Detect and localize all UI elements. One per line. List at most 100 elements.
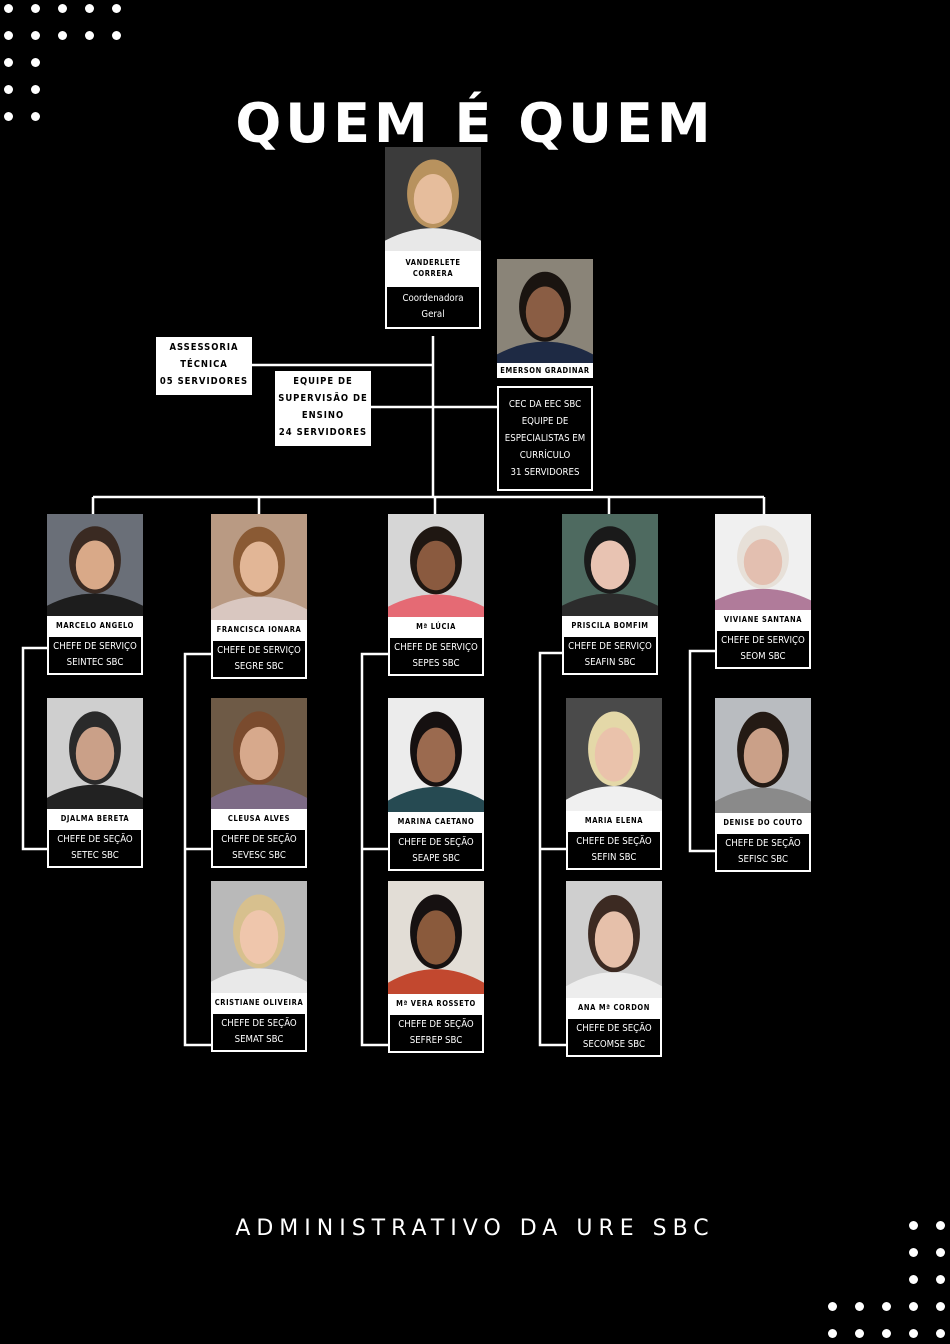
person-photo	[388, 698, 484, 812]
person-name: Mª VERA ROSSETO	[388, 994, 484, 1013]
portrait-graphic	[715, 514, 811, 610]
page-title: QUEM É QUEM	[235, 92, 715, 155]
portrait-graphic	[388, 881, 484, 994]
cec-role-line1: CEC DA EEC SBC	[508, 399, 582, 410]
person-role-title: CHEFE DE SEÇÃO	[725, 838, 801, 849]
person-name: PRISCILA BOMFIM	[562, 616, 658, 635]
person-photo	[211, 514, 307, 620]
person-role-title: CHEFE DE SERVIÇO	[53, 641, 137, 652]
person-role-unit: SEFIN SBC	[591, 852, 637, 863]
coordinator-role-line2: Geral	[421, 309, 445, 320]
person-card-ana-ma-cordon: ANA Mª CORDON CHEFE DE SEÇÃO SECOMSE SBC	[566, 881, 662, 1057]
portrait-graphic	[47, 698, 143, 809]
person-name: Mª LÚCIA	[388, 617, 484, 636]
person-role-title: CHEFE DE SERVIÇO	[394, 642, 478, 653]
cec-photo	[497, 259, 593, 363]
person-role-unit: SEINTEC SBC	[66, 657, 124, 668]
person-photo	[211, 881, 307, 993]
footer-caption: ADMINISTRATIVO DA URE SBC	[235, 1216, 715, 1241]
person-role-unit: SEGRE SBC	[234, 661, 284, 672]
person-photo	[562, 514, 658, 616]
supervisao-line3: ENSINO	[301, 410, 345, 421]
person-card-marina-caetano: MARINA CAETANO CHEFE DE SEÇÃO SEAPE SBC	[388, 698, 484, 871]
person-photo	[47, 514, 143, 616]
person-role-title: CHEFE DE SEÇÃO	[221, 1018, 297, 1029]
portrait-graphic	[211, 514, 307, 620]
person-name: CRISTIANE OLIVEIRA	[211, 993, 307, 1012]
portrait-graphic	[47, 514, 143, 616]
coordinator-name-line1: VANDERLETE	[405, 258, 461, 267]
person-photo	[211, 698, 307, 809]
person-name: VIVIANE SANTANA	[715, 610, 811, 629]
person-name: ANA Mª CORDON	[566, 998, 662, 1017]
portrait-graphic	[385, 147, 481, 251]
person-role-title: CHEFE DE SEÇÃO	[221, 834, 297, 845]
person-name: DENISE DO COUTO	[715, 813, 811, 832]
person-card-ma-lucia: Mª LÚCIA CHEFE DE SERVIÇO SEPES SBC	[388, 514, 484, 676]
coordinator-name-line2: CORRERA	[412, 269, 454, 278]
person-role-title: CHEFE DE SERVIÇO	[721, 635, 805, 646]
assessoria-box: ASSESSORIA TÉCNICA 05 SERVIDORES	[156, 337, 252, 395]
person-name: CLEUSA ALVES	[211, 809, 307, 828]
person-role-unit: SEFISC SBC	[738, 854, 788, 865]
person-role-unit: SEFREP SBC	[409, 1035, 463, 1046]
cec-role-line2: EQUIPE DE	[521, 416, 569, 427]
person-role-unit: SEAPE SBC	[412, 853, 460, 864]
person-role-unit: SEAFIN SBC	[584, 657, 636, 668]
person-card-ma-vera-rosseto: Mª VERA ROSSETO CHEFE DE SEÇÃO SEFREP SBC	[388, 881, 484, 1053]
person-photo	[47, 698, 143, 809]
assessoria-line2: TÉCNICA	[180, 359, 228, 370]
portrait-graphic	[562, 514, 658, 616]
cec-role-line3: ESPECIALISTAS EM	[504, 433, 586, 444]
person-card-francisca-ionara: FRANCISCA IONARA CHEFE DE SERVIÇO SEGRE S…	[211, 514, 307, 679]
person-name: FRANCISCA IONARA	[211, 620, 307, 639]
cec-name: EMERSON GRADINAR	[497, 363, 593, 378]
person-photo	[715, 514, 811, 610]
cec-role-line5: 31 SERVIDORES	[510, 467, 580, 478]
person-name: MARIA ELENA	[566, 811, 662, 830]
person-role-title: CHEFE DE SEÇÃO	[398, 837, 474, 848]
assessoria-line1: ASSESSORIA	[169, 342, 239, 353]
portrait-graphic	[211, 698, 307, 809]
person-photo	[388, 514, 484, 617]
person-role-title: CHEFE DE SEÇÃO	[576, 1023, 652, 1034]
supervisao-line1: EQUIPE DE	[293, 376, 353, 387]
person-role-title: CHEFE DE SEÇÃO	[398, 1019, 474, 1030]
person-card-denise-do-couto: DENISE DO COUTO CHEFE DE SEÇÃO SEFISC SBC	[715, 698, 811, 872]
cec-role-box: CEC DA EEC SBC EQUIPE DE ESPECIALISTAS E…	[497, 386, 593, 491]
portrait-graphic	[211, 881, 307, 993]
supervisao-line4: 24 SERVIDORES	[278, 427, 368, 438]
portrait-graphic	[566, 698, 662, 811]
person-role-title: CHEFE DE SERVIÇO	[568, 641, 652, 652]
person-role-unit: SETEC SBC	[71, 850, 119, 861]
portrait-graphic	[388, 514, 484, 617]
person-role-title: CHEFE DE SERVIÇO	[217, 645, 301, 656]
coordinator-photo	[385, 147, 481, 251]
person-name: MARINA CAETANO	[388, 812, 484, 831]
person-photo	[566, 698, 662, 811]
cec-card: EMERSON GRADINAR	[497, 259, 593, 378]
person-role-title: CHEFE DE SEÇÃO	[576, 836, 652, 847]
portrait-graphic	[715, 698, 811, 813]
portrait-graphic	[566, 881, 662, 998]
person-photo	[566, 881, 662, 998]
person-photo	[715, 698, 811, 813]
coordinator-role-line1: Coordenadora	[402, 293, 464, 304]
coordinator-card: VANDERLETE CORRERA Coordenadora Geral	[385, 147, 481, 329]
person-photo	[388, 881, 484, 994]
person-card-priscila-bomfim: PRISCILA BOMFIM CHEFE DE SERVIÇO SEAFIN S…	[562, 514, 658, 675]
person-role-title: CHEFE DE SEÇÃO	[57, 834, 133, 845]
portrait-graphic	[497, 259, 593, 363]
portrait-graphic	[388, 698, 484, 812]
person-role-unit: SEPES SBC	[412, 658, 460, 669]
person-role-unit: SECOMSE SBC	[582, 1039, 646, 1050]
assessoria-line3: 05 SERVIDORES	[159, 376, 249, 387]
supervisao-line2: SUPERVISÃO DE	[278, 393, 368, 404]
person-card-maria-elena: MARIA ELENA CHEFE DE SEÇÃO SEFIN SBC	[566, 698, 662, 870]
